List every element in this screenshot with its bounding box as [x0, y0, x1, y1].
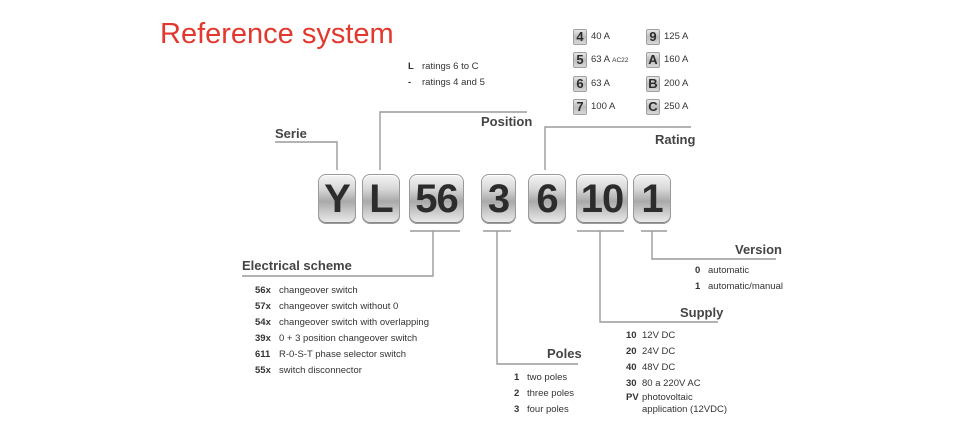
position-connector [379, 111, 527, 170]
list-item: application (12VDC) [642, 404, 728, 415]
scheme-connector-a [242, 230, 434, 277]
supply-connector-b [599, 231, 718, 323]
serie-connector [275, 141, 338, 170]
page-title: Reference system [160, 18, 394, 50]
serie-label: Serie [275, 126, 307, 141]
list-item: -ratings 4 and 5 [408, 77, 485, 88]
poles-connector-b [496, 231, 578, 365]
version-label: Version [735, 242, 782, 257]
rating-connector [544, 126, 691, 170]
position-label: Position [481, 114, 533, 129]
code-block-serie: Y [318, 174, 356, 224]
supply-label: Supply [680, 305, 724, 320]
version-connector-b [651, 231, 776, 260]
code-block-rating: 6 [528, 174, 566, 224]
poles-label: Poles [547, 346, 582, 361]
code-block-poles: 3 [481, 174, 516, 224]
rating-label: Rating [655, 132, 696, 147]
code-block-version: 1 [633, 174, 671, 224]
scheme-label: Electrical scheme [242, 258, 352, 273]
code-block-supply: 10 [576, 174, 628, 224]
code-block-position: L [362, 174, 400, 224]
code-block-scheme: 56 [409, 174, 464, 224]
